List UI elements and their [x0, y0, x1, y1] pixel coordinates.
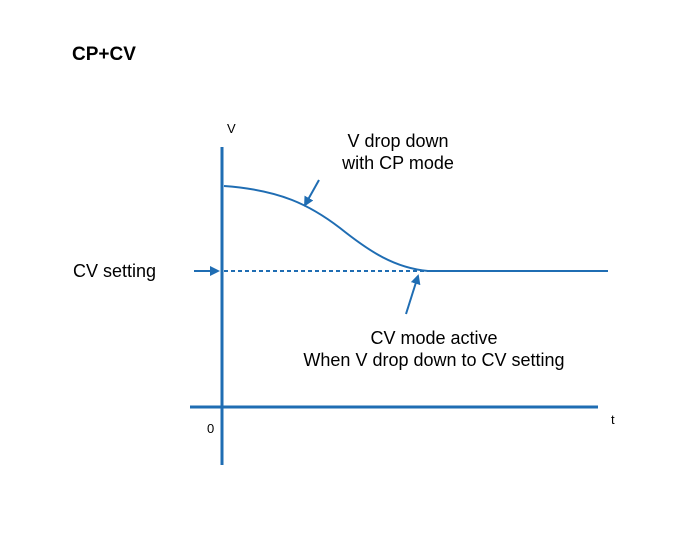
cv-mode-arrow [405, 274, 421, 315]
y-axis-label: V [227, 121, 236, 136]
cv-mode-annotation: CV mode active When V drop down to CV se… [274, 327, 594, 371]
cp-mode-annotation: V drop down with CP mode [318, 130, 478, 174]
cv-mode-line-1: CV mode active [370, 328, 498, 348]
cv-mode-line-2: When V drop down to CV setting [303, 350, 565, 370]
origin-label: 0 [207, 421, 215, 436]
cp-mode-arrow [304, 179, 320, 207]
diagram-title: CP+CV [72, 44, 136, 65]
x-axis-label: t [611, 412, 615, 427]
cv-setting-label: CV setting [73, 261, 157, 281]
cp-mode-line-2: with CP mode [342, 153, 454, 173]
voltage-curve [223, 185, 608, 272]
cp-mode-line-1: V drop down [347, 131, 449, 151]
